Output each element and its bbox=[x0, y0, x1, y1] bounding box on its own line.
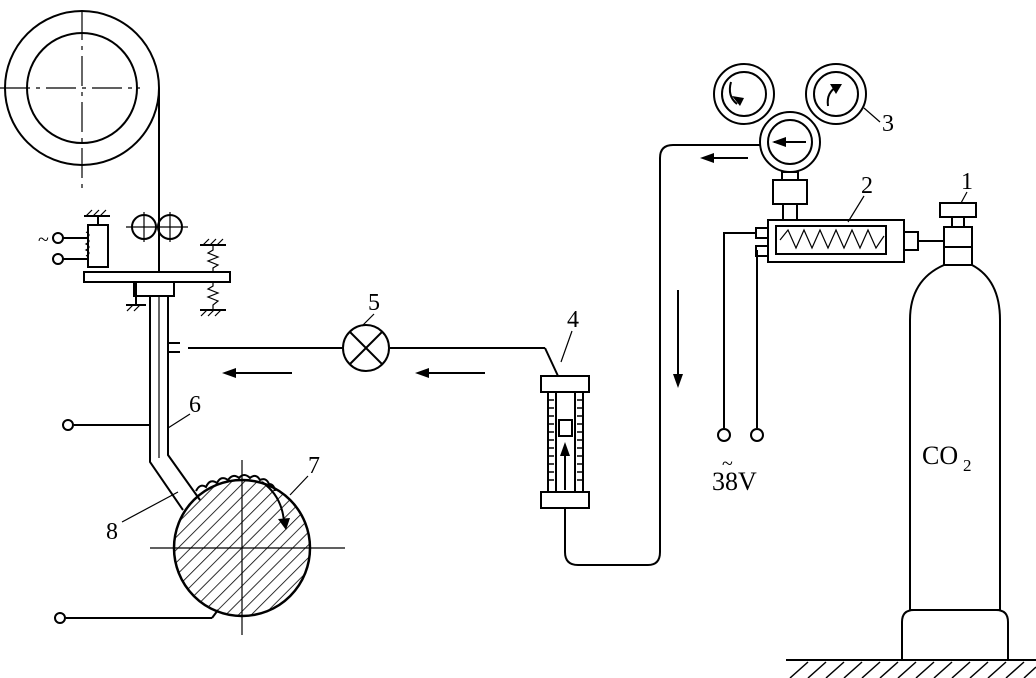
gas-line-to-torch bbox=[188, 347, 559, 378]
voltage-label: 38V bbox=[712, 467, 757, 496]
callout-1: 1 bbox=[961, 169, 973, 195]
co2-cylinder bbox=[786, 202, 1036, 678]
wire-feed-rollers bbox=[126, 212, 188, 242]
callout-4: 4 bbox=[567, 307, 579, 333]
callout-3: 3 bbox=[882, 111, 894, 137]
workpiece bbox=[54, 460, 345, 635]
gas-hose bbox=[564, 144, 760, 566]
welding-torch bbox=[62, 296, 201, 511]
flowmeter bbox=[540, 375, 590, 509]
pressure-gauges bbox=[713, 63, 867, 221]
callout-7: 7 bbox=[308, 453, 320, 479]
callout-5: 5 bbox=[368, 290, 380, 316]
feed-solenoid: ~ bbox=[38, 209, 110, 268]
cylinder-label-subscript: 2 bbox=[963, 456, 972, 475]
voltage-ac-symbol: ~ bbox=[722, 453, 733, 475]
wire-spool bbox=[0, 10, 160, 272]
gas-preheater bbox=[717, 219, 944, 442]
callout-8: 8 bbox=[106, 519, 118, 545]
feed-plate bbox=[83, 238, 231, 317]
callout-2: 2 bbox=[861, 173, 873, 199]
solenoid-gas-valve bbox=[342, 324, 390, 372]
solenoid-ac-symbol: ~ bbox=[38, 229, 49, 251]
cylinder-label: CO bbox=[922, 441, 958, 470]
callout-6: 6 bbox=[189, 392, 201, 418]
